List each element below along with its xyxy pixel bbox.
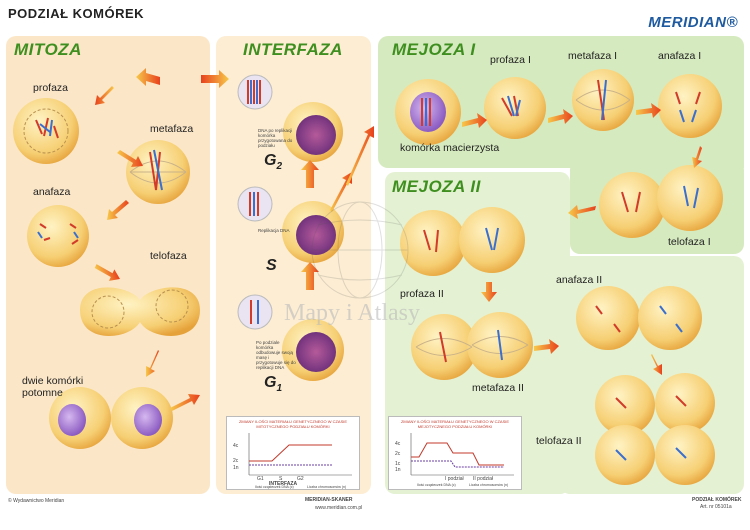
- mejoza1-cell-anafaza: [658, 74, 722, 138]
- note-g2: DNA po replikacji komórka przygotowana d…: [258, 128, 293, 148]
- label-g1-sub: 1: [276, 383, 283, 395]
- label-mejoza2-profaza: profaza II: [400, 288, 444, 300]
- graph-mejoza-y3: 1n: [395, 467, 401, 473]
- mitoza-cell-profaza: [13, 98, 79, 164]
- footer-address: www.meridian.com.pl: [315, 505, 363, 511]
- mitoza-cell-anafaza: [27, 205, 89, 267]
- label-mitoza-daughters: dwie komórki potomne: [22, 375, 84, 399]
- graph-mitoza: ZMIANY ILOŚCI MATERIAŁU GENETYCZNEGO W C…: [226, 416, 360, 490]
- label-mejoza1-anafaza: anafaza I: [658, 50, 702, 62]
- graph-mitoza-legend0: Ilość cząsteczek DNA (c): [255, 485, 294, 489]
- graph-mejoza-x1: II podział: [473, 476, 494, 482]
- label-mejoza1-telofaza: telofaza I: [668, 236, 711, 248]
- label-mejoza2-metafaza: metafaza II: [472, 382, 524, 394]
- label-mejoza2-telofaza: telofaza II: [536, 435, 582, 447]
- graph-mejoza-title: ZMIANY ILOŚCI MATERIAŁU GENETYCZNEGO W C…: [400, 419, 510, 429]
- mejoza1-title: MEJOZA I: [392, 40, 476, 59]
- footer-right-title: PODZIAŁ KOMÓREK: [692, 497, 742, 503]
- graph-mitoza-legend1: Liczba chromosomów (n): [307, 485, 347, 489]
- label-g2: G2: [264, 152, 282, 172]
- label-mejoza1-metafaza: metafaza I: [568, 50, 618, 62]
- label-mitoza-anafaza: anafaza: [33, 186, 71, 198]
- label-mejoza1-mother: komórka macierzysta: [400, 142, 500, 154]
- label-mejoza2-anafaza: anafaza II: [556, 274, 603, 286]
- mejoza1-cell-mother: [395, 79, 461, 145]
- label-mitoza-telofaza: telofaza: [150, 250, 187, 262]
- graph-mitoza-xtitle: INTERFAZA: [269, 481, 298, 487]
- graph-mejoza-y2: 1c: [395, 461, 401, 467]
- mejoza2-cell-anafaza: [576, 286, 702, 350]
- mejoza1-cell-telofaza: [599, 165, 723, 238]
- watermark-text: Mapy i Atlasy: [284, 300, 420, 326]
- graph-mejoza-legend1: Liczba chromosomów (n): [469, 483, 509, 487]
- label-s: S: [266, 257, 277, 274]
- graph-mitoza-y1: 2c: [233, 458, 239, 464]
- graph-mejoza: ZMIANY ILOŚCI MATERIAŁU GENETYCZNEGO W C…: [388, 416, 522, 490]
- interfaza-g1-cell: [237, 294, 344, 381]
- mejoza2-cell-profaza: [400, 207, 525, 276]
- brand-logo: MERIDIAN®: [648, 14, 738, 31]
- label-g2-letter: G: [264, 152, 277, 169]
- interfaza-title: INTERFAZA: [243, 40, 343, 59]
- page-title: PODZIAŁ KOMÓREK: [8, 6, 145, 21]
- graph-mitoza-x2: G2: [297, 476, 304, 482]
- graph-mejoza-plot: [410, 433, 514, 476]
- label-g1: G1: [264, 374, 282, 394]
- graph-mitoza-y0: 4c: [233, 443, 239, 449]
- mejoza1-cell-profaza: [484, 77, 546, 139]
- graph-mejoza-y1: 2c: [395, 451, 401, 457]
- footer-copyright: © Wydawnictwo Meridian: [8, 498, 65, 504]
- graph-mitoza-x1: S: [279, 476, 283, 482]
- note-g1: Po podziale komórka odbudowuje swoją mas…: [256, 340, 296, 370]
- mitoza-cell-daughters: [49, 387, 173, 449]
- graph-mejoza-x0: I podział: [445, 476, 464, 482]
- footer-right-code: Art. nr 05101a: [700, 504, 732, 510]
- mejoza2-title: MEJOZA II: [392, 177, 481, 196]
- mitoza-cell-telofaza: [80, 287, 200, 336]
- label-mitoza-metafaza: metafaza: [150, 123, 194, 135]
- mejoza1-cell-metafaza: [572, 69, 634, 131]
- label-g2-sub: 2: [276, 161, 283, 173]
- graph-mejoza-legend0: Ilość cząsteczek DNA (c): [417, 483, 456, 487]
- label-mejoza1-profaza: profaza I: [490, 54, 531, 66]
- mejoza2-cell-metafaza: [411, 312, 533, 380]
- mitoza-title: MITOZA: [14, 40, 82, 59]
- graph-mejoza-y0: 4c: [395, 441, 401, 447]
- footer-publisher: MERIDIAN-SKANER: [305, 497, 353, 503]
- graph-mitoza-title: ZMIANY ILOŚCI MATERIAŁU GENETYCZNEGO W C…: [238, 419, 348, 429]
- interfaza-s-cell: [237, 186, 344, 263]
- label-mitoza-profaza: profaza: [33, 82, 69, 94]
- graph-mitoza-y2: 1n: [233, 465, 239, 471]
- interfaza-g2-cell: [237, 74, 343, 162]
- mejoza2-cell-telofaza: [595, 373, 715, 485]
- mitoza-cell-metafaza: [126, 140, 190, 204]
- note-s: Replikacja DNA: [258, 228, 290, 233]
- label-g1-letter: G: [264, 374, 277, 391]
- graph-mitoza-x0: G1: [257, 476, 264, 482]
- graph-mitoza-plot: [248, 433, 352, 476]
